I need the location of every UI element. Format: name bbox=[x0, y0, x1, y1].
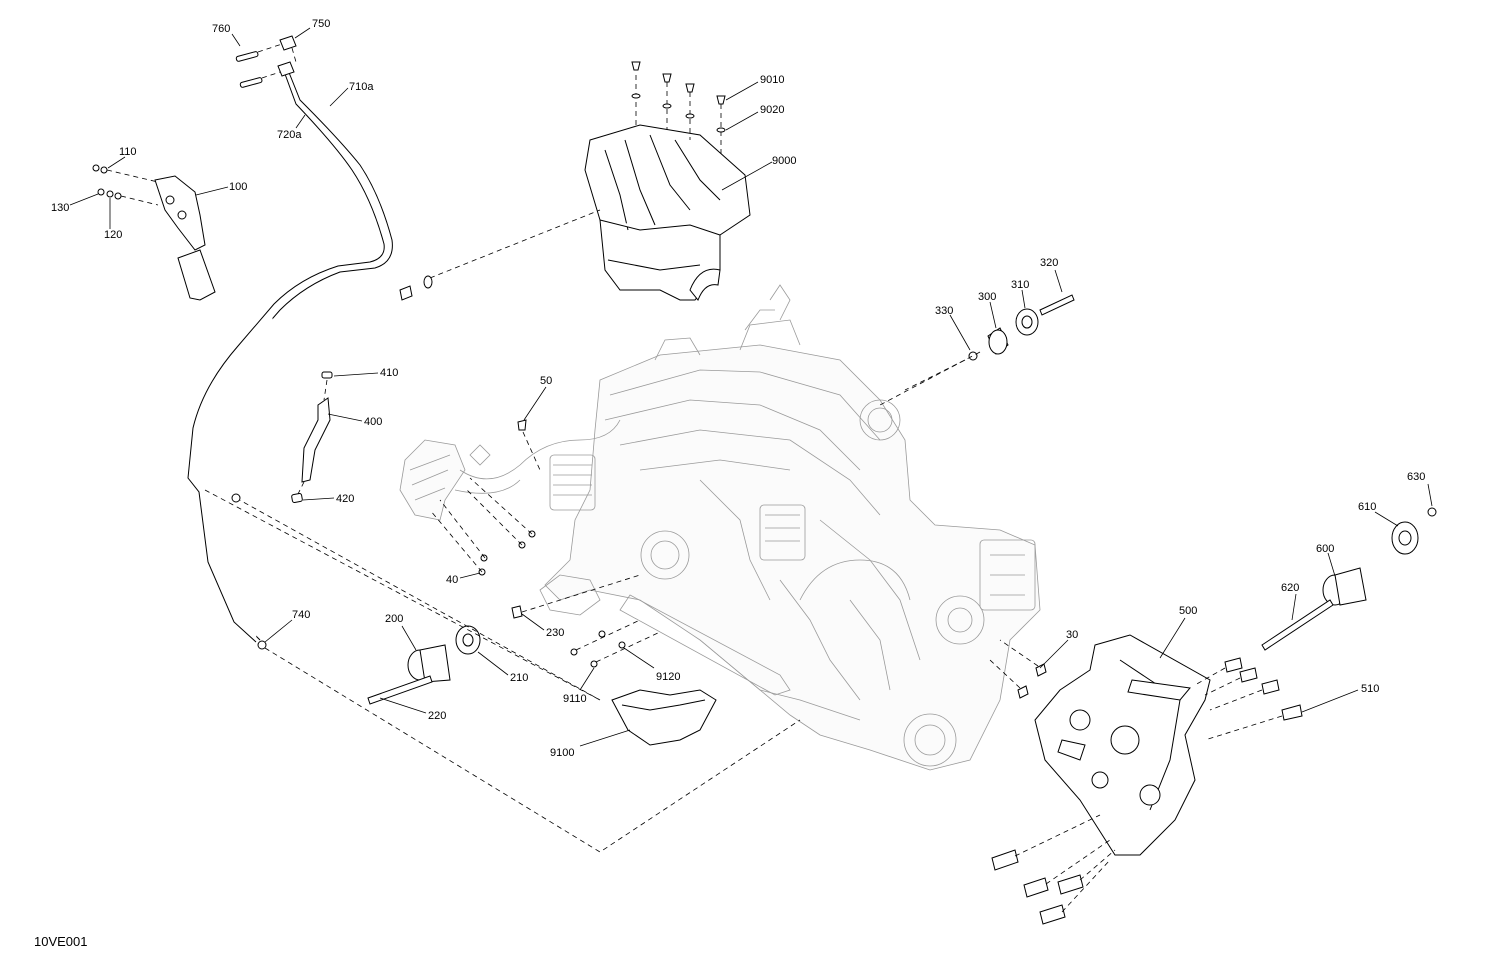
upper-engine-mount bbox=[879, 294, 1075, 406]
coolant-hose bbox=[291, 371, 333, 503]
callout-620: 620 bbox=[1281, 582, 1299, 594]
callout-610: 610 bbox=[1358, 501, 1376, 513]
callout-420: 420 bbox=[336, 493, 354, 505]
callout-9000: 9000 bbox=[772, 155, 796, 167]
callout-630: 630 bbox=[1407, 471, 1425, 483]
callout-210: 210 bbox=[510, 672, 528, 684]
callout-750: 750 bbox=[312, 18, 330, 30]
callout-130: 130 bbox=[51, 202, 69, 214]
throttle-cables bbox=[187, 35, 393, 650]
callout-9020: 9020 bbox=[760, 104, 784, 116]
callout-320: 320 bbox=[1040, 257, 1058, 269]
callout-200: 200 bbox=[385, 613, 403, 625]
engine-cover bbox=[399, 61, 751, 301]
callout-410: 410 bbox=[380, 367, 398, 379]
callout-710a: 710a bbox=[349, 81, 374, 93]
throttle-pedal bbox=[92, 164, 216, 301]
protector-plate bbox=[570, 619, 717, 746]
callout-labels: 760 750 710a 720a 110 100 130 120 9010 9… bbox=[51, 18, 1433, 759]
diagram-reference-code: 10VE001 bbox=[34, 934, 88, 949]
callout-720a: 720a bbox=[277, 129, 302, 141]
callout-30: 30 bbox=[1066, 629, 1078, 641]
callout-120: 120 bbox=[104, 229, 122, 241]
callout-760: 760 bbox=[212, 23, 230, 35]
callout-500: 500 bbox=[1179, 605, 1197, 617]
wiring-harness bbox=[399, 419, 621, 521]
callout-100: 100 bbox=[229, 181, 247, 193]
ecu-bolts bbox=[429, 419, 541, 576]
callout-600: 600 bbox=[1316, 543, 1334, 555]
callout-9010: 9010 bbox=[760, 74, 784, 86]
callout-300: 300 bbox=[978, 291, 996, 303]
left-engine-mount bbox=[204, 489, 801, 853]
callout-9110: 9110 bbox=[563, 693, 587, 705]
callout-50: 50 bbox=[540, 375, 552, 387]
engine-assembly bbox=[539, 284, 1041, 771]
callout-230: 230 bbox=[546, 627, 564, 639]
callout-330: 330 bbox=[935, 305, 953, 317]
callout-400: 400 bbox=[364, 416, 382, 428]
callout-110: 110 bbox=[119, 146, 137, 158]
callout-510: 510 bbox=[1361, 683, 1379, 695]
engine-bracket bbox=[989, 634, 1303, 925]
callout-40: 40 bbox=[446, 574, 458, 586]
right-engine-mount bbox=[1261, 507, 1437, 651]
callout-310: 310 bbox=[1011, 279, 1029, 291]
callout-9100: 9100 bbox=[550, 747, 574, 759]
callout-740: 740 bbox=[292, 609, 310, 621]
callout-220: 220 bbox=[428, 710, 446, 722]
callout-9120: 9120 bbox=[656, 671, 680, 683]
